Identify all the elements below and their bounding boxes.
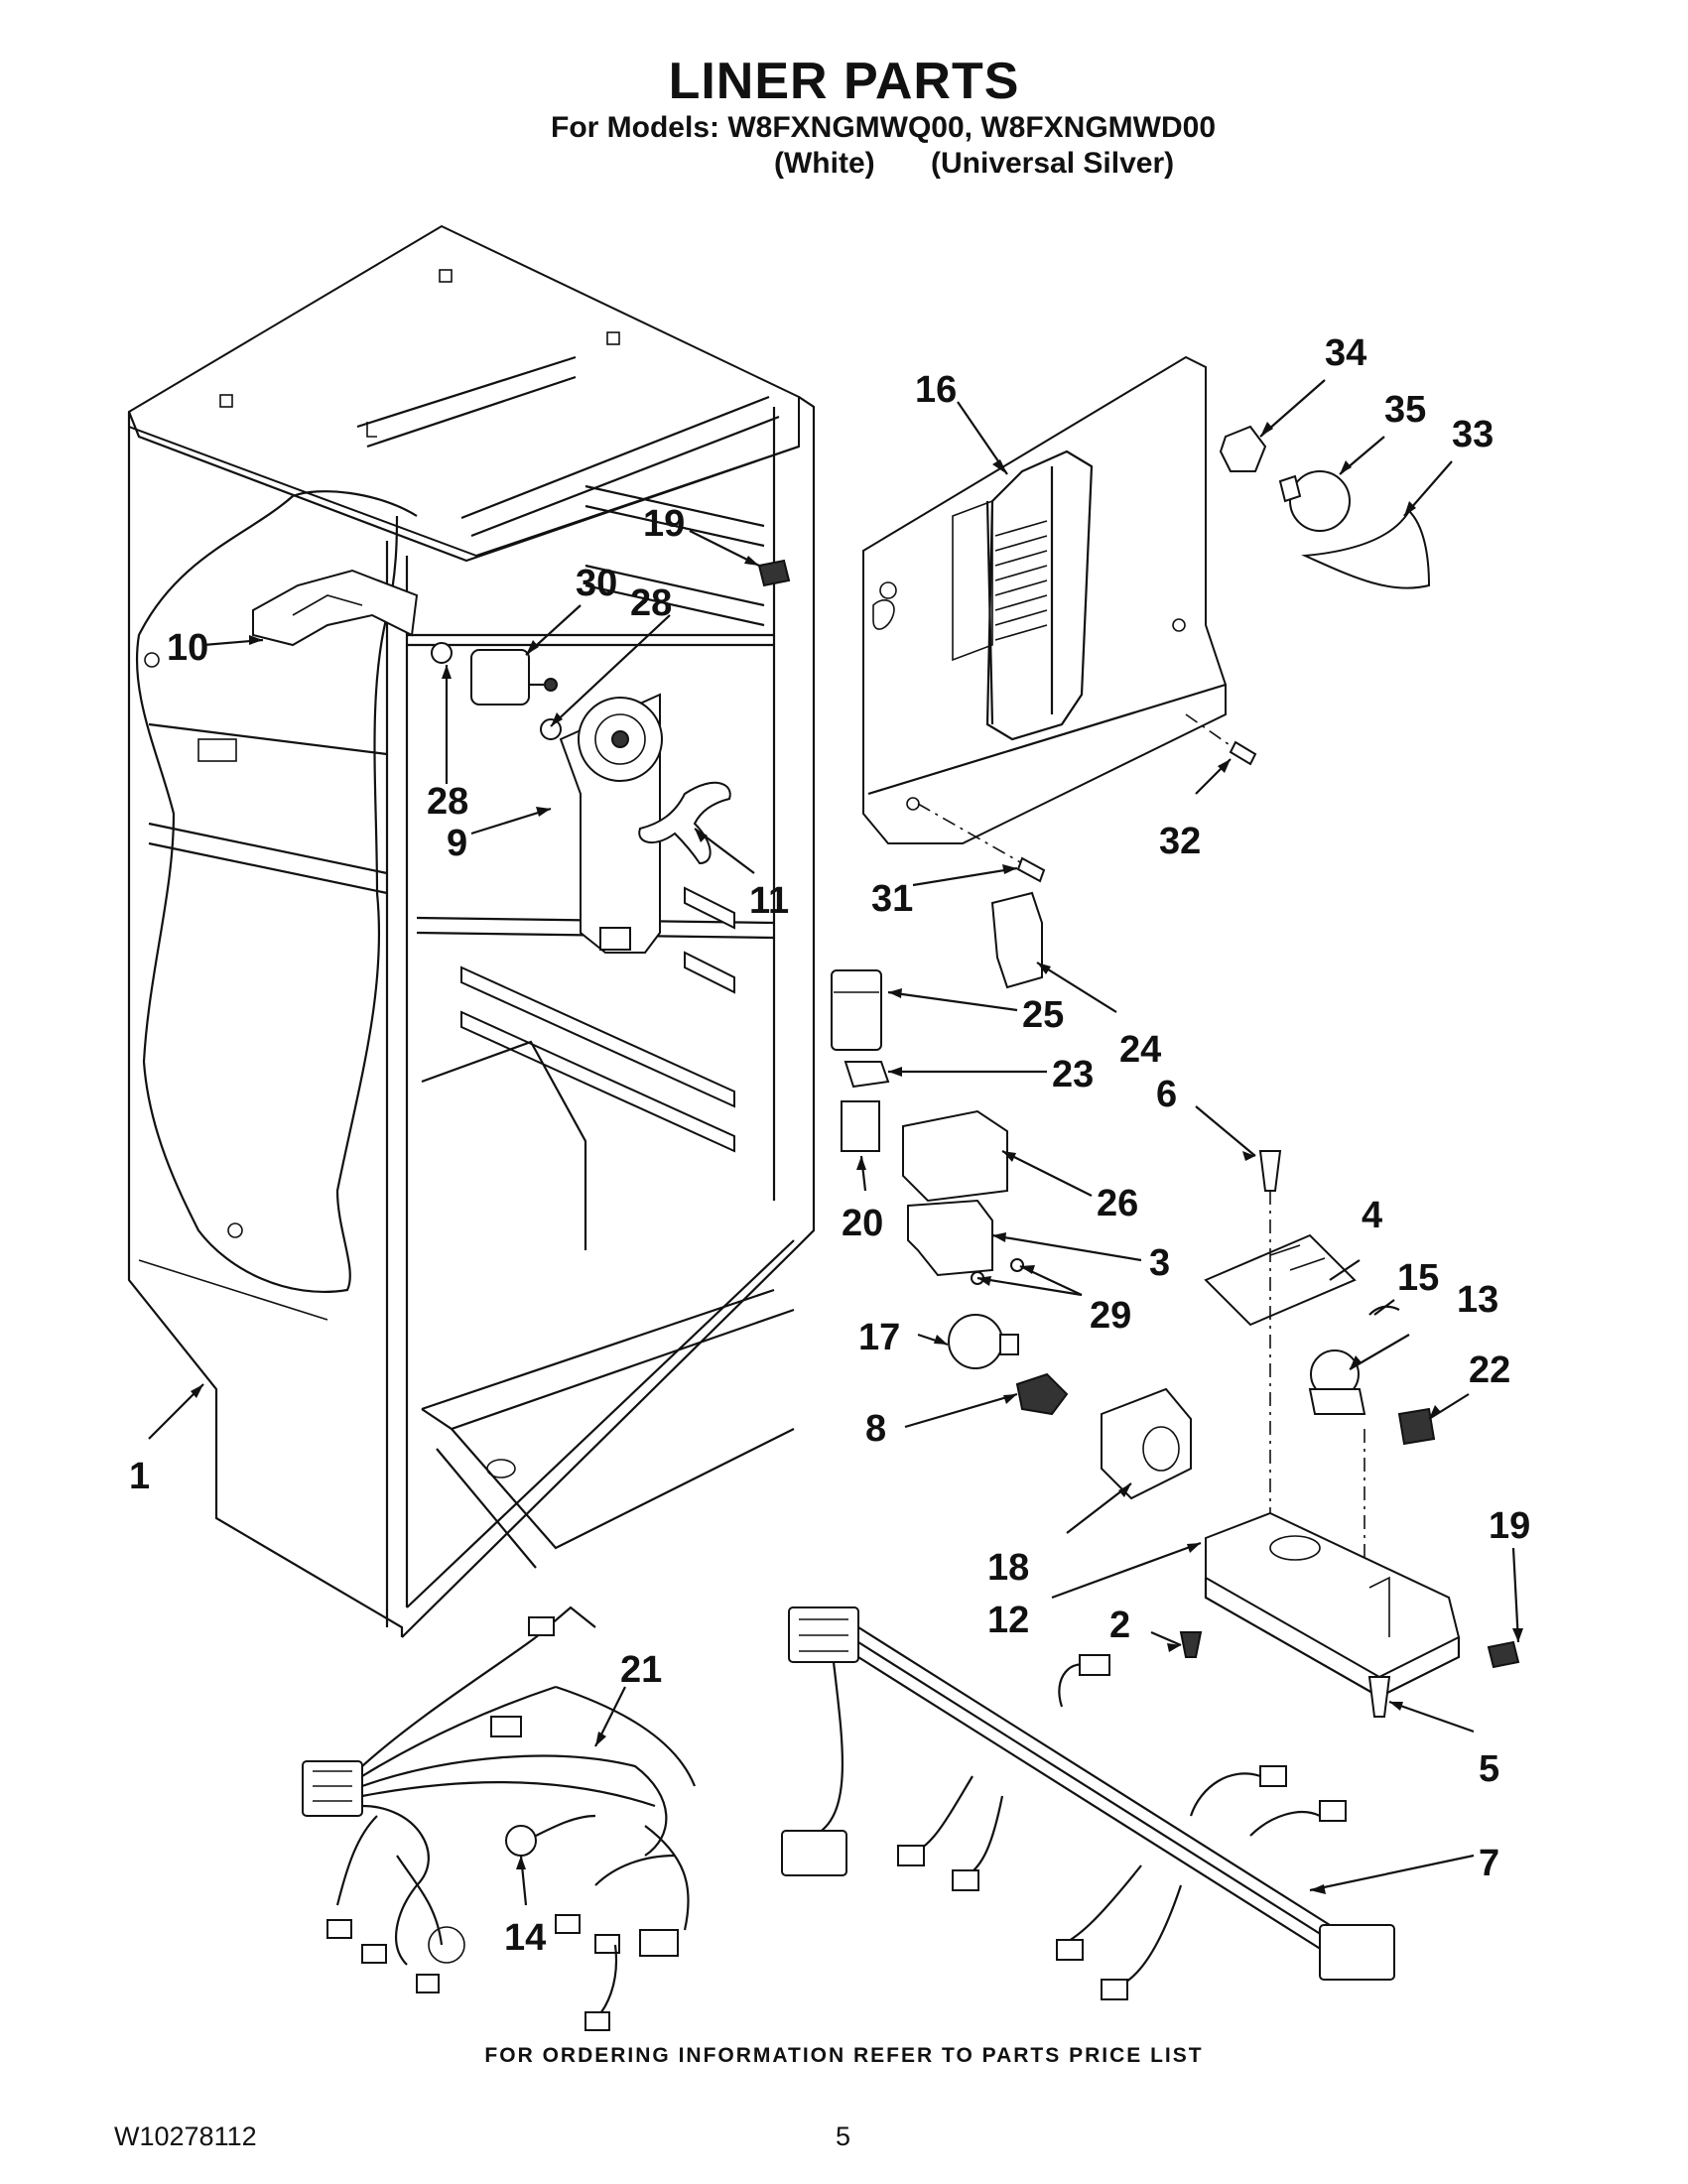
callout-33: 33 bbox=[1452, 414, 1493, 455]
clip-19-bottom bbox=[1487, 1640, 1520, 1669]
callout-numbers: 16 34 35 33 19 30 28 10 28 9 11 32 31 25… bbox=[129, 332, 1530, 1959]
callout-23: 23 bbox=[1052, 1054, 1094, 1095]
control-housing-cover bbox=[862, 355, 1227, 844]
callout-17: 17 bbox=[858, 1317, 900, 1358]
control-board-4 bbox=[1204, 1233, 1357, 1327]
callout-21: 21 bbox=[620, 1649, 662, 1691]
wire-harness-21 bbox=[302, 1606, 697, 2031]
screw-32 bbox=[1185, 713, 1257, 766]
callout-10: 10 bbox=[167, 627, 208, 669]
callout-2: 2 bbox=[1109, 1605, 1130, 1646]
screw-6 bbox=[1258, 1150, 1282, 1192]
callout-34: 34 bbox=[1325, 332, 1366, 374]
callout-19-bottom: 19 bbox=[1489, 1505, 1530, 1547]
callout-25: 25 bbox=[1022, 994, 1064, 1036]
gasket-23 bbox=[844, 1061, 890, 1089]
callout-28-top: 28 bbox=[630, 582, 672, 624]
callout-24: 24 bbox=[1119, 1029, 1161, 1071]
ordering-note: FOR ORDERING INFORMATION REFER TO PARTS … bbox=[484, 2044, 1204, 2067]
callout-12: 12 bbox=[987, 1600, 1029, 1641]
page-title: LINER PARTS bbox=[668, 53, 1020, 110]
callout-31: 31 bbox=[871, 878, 913, 920]
thermostat-13 bbox=[1308, 1349, 1366, 1415]
callout-20: 20 bbox=[842, 1203, 883, 1244]
screw-5 bbox=[1367, 1676, 1391, 1718]
callout-26: 26 bbox=[1097, 1183, 1138, 1224]
callout-5: 5 bbox=[1479, 1748, 1499, 1790]
grommet-2 bbox=[1179, 1631, 1203, 1658]
variant-universal-silver: (Universal Silver) bbox=[931, 147, 1175, 180]
light-socket-34 bbox=[1219, 425, 1267, 472]
light-bulb-35 bbox=[1278, 470, 1351, 532]
callout-29: 29 bbox=[1090, 1295, 1131, 1337]
callout-19-top: 19 bbox=[643, 503, 685, 545]
callout-9: 9 bbox=[447, 823, 467, 864]
callout-35: 35 bbox=[1384, 389, 1426, 431]
light-shield-33 bbox=[1301, 509, 1431, 589]
light-shield-18 bbox=[1101, 1387, 1192, 1500]
screw-31 bbox=[917, 803, 1046, 883]
gasket-20 bbox=[841, 1100, 880, 1152]
connector-22 bbox=[1397, 1407, 1436, 1446]
wire-harness-7 bbox=[781, 1606, 1395, 2000]
light-bulb-17 bbox=[948, 1314, 1019, 1369]
damper-24 bbox=[990, 891, 1043, 989]
callout-4: 4 bbox=[1362, 1195, 1382, 1236]
callout-18: 18 bbox=[987, 1547, 1029, 1589]
page-number: 5 bbox=[836, 2121, 851, 2151]
callout-32: 32 bbox=[1159, 821, 1201, 862]
refrigerator-liner bbox=[127, 224, 816, 1638]
thermostat-housing-25 bbox=[831, 969, 882, 1051]
control-housing-26 bbox=[902, 1109, 1008, 1203]
control-housing-12 bbox=[1204, 1511, 1461, 1699]
document-number: W10278112 bbox=[114, 2121, 257, 2151]
variant-white: (White) bbox=[774, 147, 875, 180]
callout-8: 8 bbox=[865, 1408, 886, 1450]
callout-15: 15 bbox=[1397, 1257, 1439, 1299]
leader-arrowheads bbox=[191, 422, 1523, 1894]
callout-6: 6 bbox=[1156, 1074, 1177, 1115]
callout-13: 13 bbox=[1457, 1279, 1498, 1321]
callout-28-left: 28 bbox=[427, 781, 468, 823]
callout-14: 14 bbox=[504, 1917, 546, 1959]
callout-3: 3 bbox=[1149, 1242, 1170, 1284]
clip-19-top bbox=[757, 559, 791, 587]
evaporator-fan-assembly bbox=[431, 642, 731, 954]
model-numbers: For Models: W8FXNGMWQ00, W8FXNGMWD00 bbox=[551, 111, 1217, 144]
callout-22: 22 bbox=[1469, 1349, 1510, 1391]
callout-7: 7 bbox=[1479, 1843, 1499, 1884]
callout-16: 16 bbox=[915, 369, 957, 411]
bracket-3 bbox=[907, 1199, 993, 1277]
callout-30: 30 bbox=[576, 563, 617, 604]
callout-11: 11 bbox=[749, 880, 789, 922]
bracket-10 bbox=[252, 569, 419, 647]
callout-1: 1 bbox=[129, 1456, 150, 1497]
light-socket-8 bbox=[1015, 1372, 1069, 1416]
